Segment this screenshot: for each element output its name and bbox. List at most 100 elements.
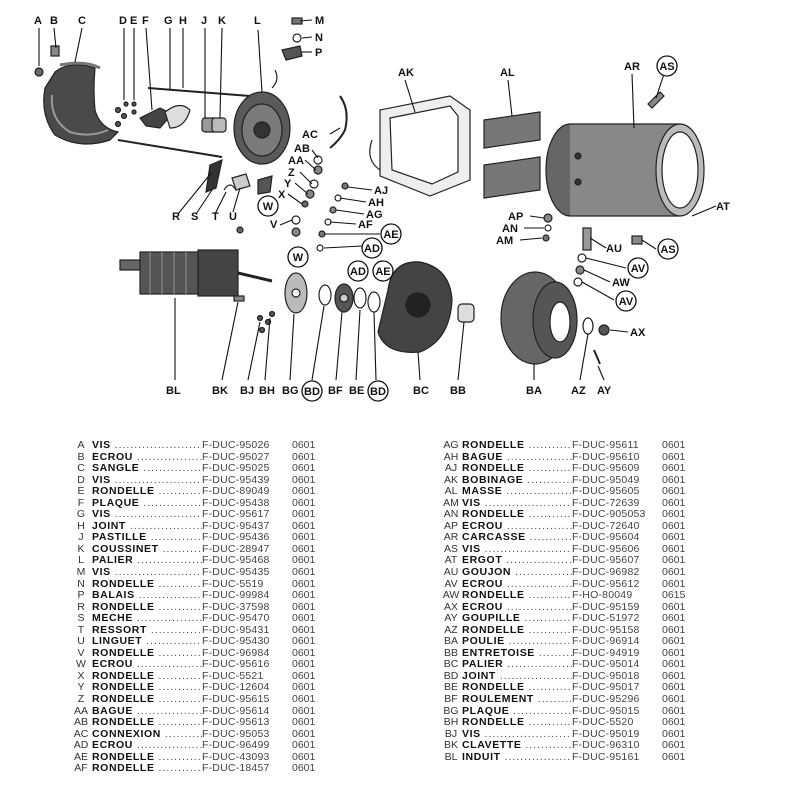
part-code: AH [443, 450, 459, 463]
part-name: ÉCROU [462, 521, 572, 533]
part-code: AP [443, 519, 458, 532]
part-name: PLAQUE [92, 498, 202, 510]
part-code: N [77, 577, 85, 590]
part-code: BK [443, 739, 458, 752]
part-qty: 0601 [662, 485, 686, 498]
part-code: X [77, 669, 85, 682]
callout-label: AL [500, 67, 515, 79]
callout-labels: A B C D E F G H J K L M N P AK AL AR AS … [34, 15, 730, 402]
part-reference: F-DUC-95435 [202, 566, 270, 579]
part-reference: F-DUC-95439 [202, 473, 270, 486]
part-qty: 0601 [662, 727, 686, 740]
part-code: C [77, 462, 85, 475]
callout-label: U [229, 211, 237, 223]
callout-label: AV [631, 263, 646, 275]
callout-label: AP [508, 211, 523, 223]
part-code: AL [444, 485, 458, 498]
part-name: PLAQUE [462, 706, 572, 718]
callout-label: B [50, 15, 58, 27]
part-code: AE [73, 750, 88, 763]
part-code: AS [443, 542, 458, 555]
part-code: AZ [444, 623, 458, 636]
part-reference: F-DUC-43093 [202, 750, 270, 763]
part-reference: F-DUC-95437 [202, 519, 270, 532]
callout-label: BB [450, 385, 466, 397]
part-reference: F-DUC-95614 [202, 704, 270, 717]
part-reference: F-DUC-95605 [572, 485, 640, 498]
part-code: G [76, 508, 86, 521]
part-reference: F-DUC-37598 [202, 600, 270, 613]
part-qty: 0601 [662, 681, 686, 694]
part-code: AD [73, 739, 89, 752]
callout-label: AH [368, 197, 384, 209]
part-reference: F-DUC-89049 [202, 485, 270, 498]
callout-label: AM [496, 235, 513, 247]
part-qty: 0601 [292, 658, 316, 671]
part-code: AN [443, 508, 459, 521]
part-reference: F-DUC-28947 [202, 542, 270, 555]
part-reference: F-DUC-94919 [572, 646, 640, 659]
part-name: RONDELLE [92, 602, 202, 614]
part-qty: 0601 [292, 669, 316, 682]
callout-label: C [78, 15, 86, 27]
part-qty: 0601 [662, 704, 686, 717]
callout-label: X [278, 189, 286, 201]
callout-label: S [191, 211, 198, 223]
callout-label: R [172, 211, 180, 223]
part-qty: 0601 [292, 508, 316, 521]
part-name: VIS [92, 509, 202, 521]
part-reference: F-DUC-95014 [572, 658, 640, 671]
callout-label: BL [166, 385, 181, 397]
part-qty: 0601 [292, 462, 316, 475]
part-name: ÉCROU [462, 602, 572, 614]
part-reference: F-DUC-95431 [202, 623, 270, 636]
part-reference: F-DUC-95616 [202, 658, 270, 671]
part-name: SANGLE [92, 463, 202, 475]
part-reference: F-DUC-95017 [572, 681, 640, 694]
part-drawings [34, 17, 705, 365]
part-reference: F-HO-80049 [572, 589, 633, 602]
part-code: T [77, 623, 85, 636]
callout-label: BA [526, 385, 542, 397]
part-code: K [77, 542, 85, 555]
part-name: RONDELLE [92, 671, 202, 683]
part-code: AV [444, 577, 458, 590]
part-reference: F-DUC-72640 [572, 519, 640, 532]
part-name: BAGUE [92, 706, 202, 718]
part-name: VIS [92, 475, 202, 487]
part-code: BB [443, 646, 458, 659]
part-name: PASTILLE [92, 532, 202, 544]
callout-label: K [218, 15, 226, 27]
part-name: RONDELLE [92, 717, 202, 729]
part-name: ENTRETOISE [462, 648, 572, 660]
part-qty: 0601 [662, 462, 686, 475]
part-code: F [77, 496, 85, 509]
callout-label: AU [606, 243, 622, 255]
callout-label: AF [358, 219, 373, 231]
part-qty: 0601 [292, 473, 316, 486]
callout-label: N [315, 32, 323, 44]
callout-label: AZ [571, 385, 586, 397]
part-name: RONDELLE [462, 463, 572, 475]
callout-label: AC [302, 129, 318, 141]
callout-ring [287, 246, 309, 268]
callout-label: W [263, 201, 274, 213]
callout-label: AS [660, 244, 675, 256]
part-reference: F-DUC-95159 [572, 600, 640, 613]
part-reference: F-DUC-95615 [202, 693, 270, 706]
part-name: RONDELLE [92, 694, 202, 706]
part-name: JOINT [462, 671, 572, 683]
